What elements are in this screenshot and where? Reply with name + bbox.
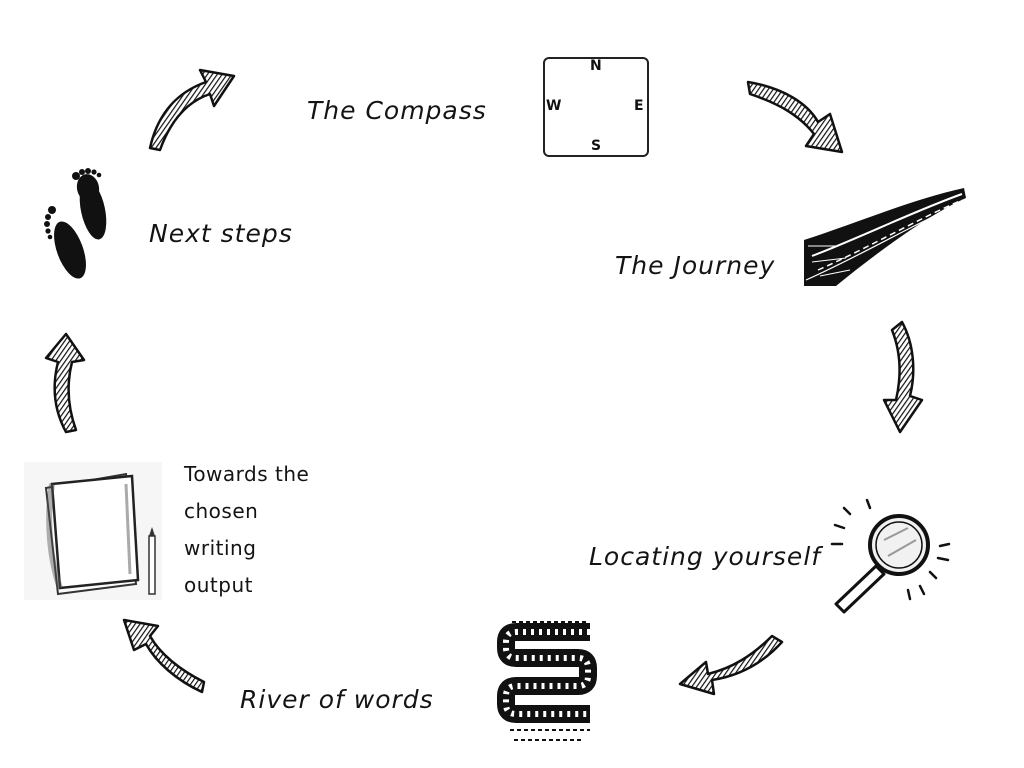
arrow-towards-to-next bbox=[44, 332, 86, 434]
notebook-pencil-icon bbox=[24, 462, 162, 600]
label-the-journey: The Journey bbox=[615, 251, 776, 280]
label-locating-yourself: Locating yourself bbox=[589, 542, 822, 571]
compass-frame bbox=[543, 57, 649, 157]
arrow-locating-to-river bbox=[678, 634, 784, 696]
towards-line-1: Towards the bbox=[184, 462, 310, 486]
label-next-steps: Next steps bbox=[149, 219, 293, 248]
compass-letter-n: N bbox=[590, 58, 602, 74]
towards-line-2: chosen bbox=[184, 499, 259, 523]
label-towards-output: Towards the chosen writing output bbox=[184, 456, 309, 604]
compass-letter-e: E bbox=[634, 98, 644, 114]
arrow-next-to-compass bbox=[148, 68, 236, 152]
compass-letter-w: W bbox=[546, 98, 562, 114]
label-the-compass: The Compass bbox=[307, 96, 487, 125]
towards-line-3: writing bbox=[184, 536, 257, 560]
river-icon bbox=[497, 621, 597, 746]
road-icon bbox=[804, 188, 966, 286]
magnifying-glass-icon bbox=[830, 498, 951, 614]
arrow-compass-to-journey bbox=[746, 80, 844, 154]
arrow-journey-to-locating bbox=[882, 320, 924, 434]
towards-line-4: output bbox=[184, 573, 253, 597]
label-river-of-words: River of words bbox=[240, 685, 434, 714]
arrow-river-to-towards bbox=[122, 618, 206, 694]
compass-letter-s: S bbox=[591, 138, 602, 154]
footprints-icon bbox=[44, 168, 107, 279]
